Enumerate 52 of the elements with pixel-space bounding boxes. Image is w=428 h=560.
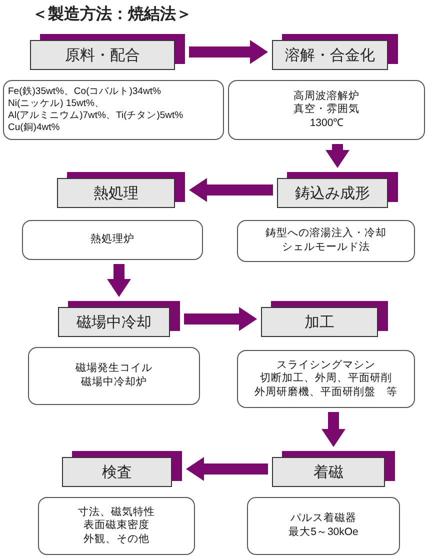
arrow: [189, 178, 273, 202]
step-title: 磁場中冷却: [58, 307, 170, 337]
step-box: [57, 172, 185, 208]
description-text: スライシングマシン: [276, 358, 376, 372]
description-text: シェルモールド法: [282, 241, 370, 255]
step-title: 鋳込み成形: [277, 178, 388, 208]
description-box: [28, 347, 200, 405]
step-title: 加工: [261, 307, 378, 337]
step-title: 原料・配合: [30, 40, 175, 70]
step-box: [30, 34, 185, 70]
description-text: Al(アルミニウム)7wt%、Ti(チタン)5wt%: [8, 110, 184, 122]
step-box: [62, 451, 182, 487]
description-text: 磁場発生コイル: [76, 362, 152, 376]
arrow: [189, 40, 268, 64]
description-box: [237, 220, 415, 262]
description-text: Fe(鉄)35wt%、Co(コバルト)34wt%: [8, 86, 161, 98]
description-text: 磁場中冷却炉: [81, 376, 147, 390]
description-text: 寸法、磁気特性: [78, 506, 155, 519]
step-title: 着磁: [272, 457, 385, 487]
description-box: [237, 350, 415, 408]
step-title: 溶解・合金化: [272, 40, 388, 70]
arrow: [322, 412, 346, 447]
description-text: 鋳型への溶湯注入・冷却: [266, 227, 386, 241]
description-box: [3, 80, 224, 140]
description-text: 1300℃: [310, 116, 344, 130]
description-text: 最大5～30kOe: [288, 526, 358, 540]
step-box: [58, 301, 180, 337]
diagram-title: ＜製造方法：焼結法＞: [32, 4, 192, 25]
step-box: [277, 172, 398, 208]
description-text: 表面磁束密度: [84, 519, 150, 533]
description-text: 熱処理炉: [90, 233, 134, 247]
description-box: [247, 497, 400, 555]
arrow: [326, 144, 350, 168]
step-title: 検査: [62, 457, 172, 487]
step-box: [272, 34, 398, 70]
step-title: 熱処理: [57, 178, 175, 208]
step-box: [272, 451, 395, 487]
description-text: 高周波溶解炉: [294, 90, 360, 103]
description-text: 切断加工、外周、平面研削: [260, 372, 392, 386]
description-text: Cu(銅)4wt%: [8, 122, 60, 134]
description-text: Ni(ニッケル) 15wt%、: [8, 98, 104, 110]
arrow: [107, 264, 131, 297]
description-text: 真空・雰囲気: [294, 103, 360, 117]
arrow: [186, 457, 268, 481]
description-text: パルス着磁器: [290, 512, 356, 526]
arrow: [184, 307, 257, 331]
description-box: [228, 80, 425, 140]
step-box: [261, 301, 388, 337]
description-box: [22, 220, 203, 260]
description-text: 外周研磨機、平面研削盤 等: [254, 386, 398, 400]
description-text: 外観、その他: [84, 532, 150, 546]
description-box: [38, 497, 195, 555]
